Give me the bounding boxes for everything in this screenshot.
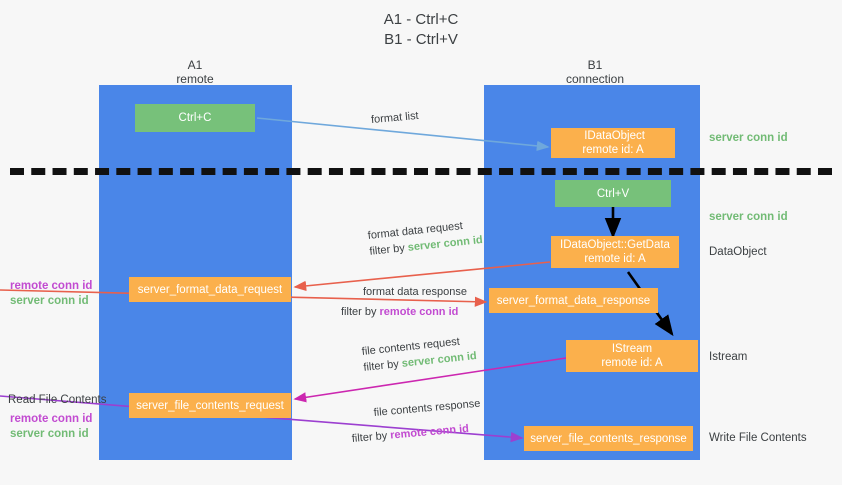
edge-label-file-contents-request: file contents request filter by server c… [361,332,477,376]
page-title: A1 - Ctrl+C B1 - Ctrl+V [0,10,842,50]
filter-prefix: filter by [351,429,391,445]
node-server-file-contents-request[interactable]: server_file_contents_request [129,393,291,418]
edge-label-file-contents-response-line2: filter by remote conn id [351,420,483,447]
node-idataobject-getdata[interactable]: IDataObject::GetData remote id: A [551,236,679,268]
side-label-read-file-contents: Read File Contents [8,394,107,406]
title-line-2: B1 - Ctrl+V [384,31,458,48]
node-server-format-data-request-label: server_format_data_request [137,283,283,296]
edge-label-format-data-response-line1: format data response [363,286,467,298]
edge-label-format-list: format list [370,109,420,127]
node-istream-line2: remote id: A [601,357,663,369]
node-ctrl-c-label: Ctrl+C [178,112,212,124]
filter-prefix: filter by [341,306,380,318]
column-header-b1: B1 connection [525,58,665,86]
side-label-write-file-contents: Write File Contents [709,432,807,444]
edge-label-format-data-response: format data response filter by remote co… [341,284,467,320]
phase-divider [10,168,832,175]
side-label-remote-conn-id: remote conn id [10,280,93,292]
side-label-group-conn-ids-bottom: remote conn id server conn id [10,412,92,442]
filter-key-remote-conn-id: remote conn id [389,422,470,442]
column-b1-sub: connection [565,72,625,86]
column-a1-sub: remote [176,72,214,86]
node-server-file-contents-request-label: server_file_contents_request [136,399,284,412]
column-b1-name: B1 [587,58,603,72]
side-label-istream: Istream [709,351,748,363]
title-line-1: A1 - Ctrl+C [383,11,459,28]
edge-label-file-contents-response-line1: file contents response [373,397,481,419]
node-server-format-data-request[interactable]: server_format_data_request [129,277,291,302]
node-idataobject-new-line1: IDataObject [581,130,645,142]
edge-label-format-data-response-line2: filter by remote conn id [341,304,467,320]
node-server-file-contents-response-label: server_file_contents_response [530,432,687,445]
edge-label-format-data-request: format data request filter by server con… [367,216,483,260]
filter-prefix: filter by [368,241,409,258]
node-idataobject-getdata-line1: IDataObject::GetData [560,239,670,251]
node-ctrl-v[interactable]: Ctrl+V [555,180,671,207]
side-label-server-conn-id-2: server conn id [10,428,89,440]
node-server-file-contents-response[interactable]: server_file_contents_response [524,426,693,451]
node-idataobject-new[interactable]: IDataObject remote id: A [551,128,675,158]
node-ctrl-v-label: Ctrl+V [596,187,630,200]
side-label-group-conn-ids-top: remote conn id server conn id [10,279,92,309]
column-a1-name: A1 [187,58,203,72]
filter-prefix: filter by [362,357,403,374]
node-idataobject-new-line2: remote id: A [582,144,644,156]
node-server-format-data-response-label: server_format_data_response [496,294,651,307]
node-ctrl-c[interactable]: Ctrl+C [135,104,255,132]
side-label-server-conn-id-top: server conn id [709,132,788,144]
side-label-remote-conn-id-2: remote conn id [10,413,93,425]
side-label-dataobject: DataObject [709,246,767,258]
node-istream[interactable]: IStream remote id: A [566,340,698,372]
node-istream-line1: IStream [611,343,653,355]
node-server-format-data-response[interactable]: server_format_data_response [489,288,658,313]
node-idataobject-getdata-line2: remote id: A [584,253,646,265]
edge-label-file-contents-response: file contents response filter by remote … [351,396,483,445]
side-label-server-conn-id: server conn id [10,295,89,307]
filter-key-remote-conn-id: remote conn id [379,306,459,318]
side-label-server-conn-id-mid: server conn id [709,211,788,223]
column-header-a1: A1 remote [125,58,265,86]
